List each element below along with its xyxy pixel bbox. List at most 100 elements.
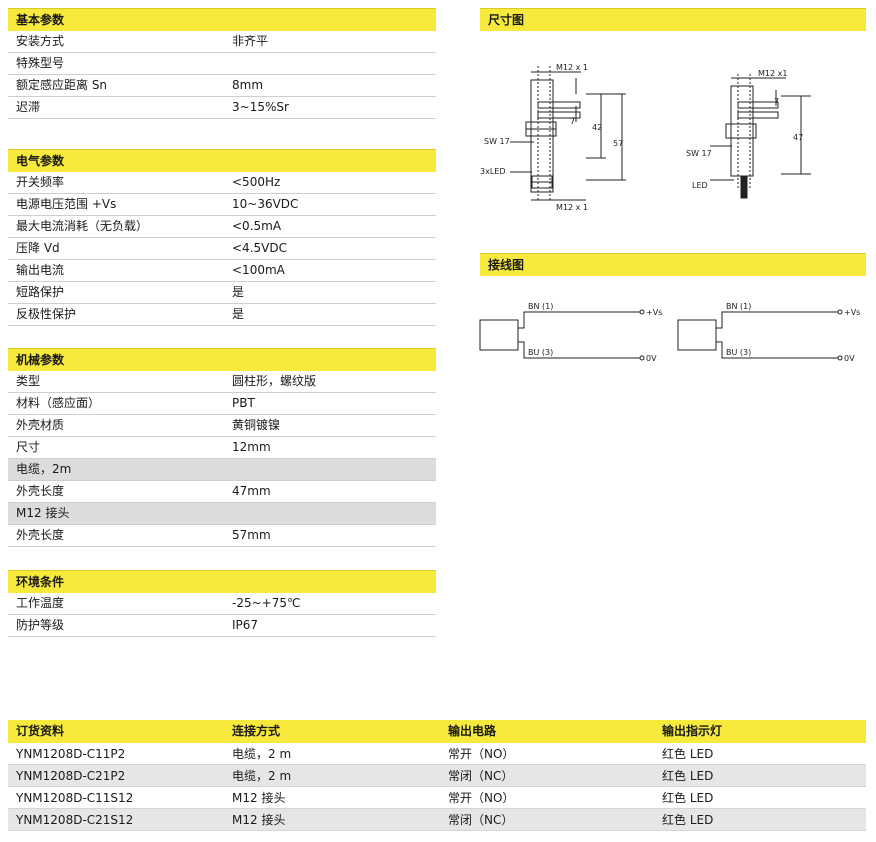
col-order: 订货资料 — [16, 724, 65, 738]
col-output: 输出电路 — [448, 724, 497, 738]
ordering-header: 订货资料 连接方式 输出电路 输出指示灯 — [8, 720, 866, 743]
param-value: 是 — [232, 307, 245, 321]
bn-label: BN (1) — [726, 302, 751, 311]
table-subheader-row: 电缆，2m — [8, 459, 436, 481]
bu-label: BU (3) — [726, 348, 751, 357]
wiring-header: 接线图 — [480, 253, 866, 276]
connection: M12 接头 — [232, 791, 286, 805]
param-value: <4.5VDC — [232, 241, 287, 255]
output-circuit: 常闭（NC） — [448, 769, 514, 783]
param-name: 反极性保护 — [16, 307, 77, 321]
param-value: 57mm — [232, 528, 271, 542]
param-value: 是 — [232, 285, 245, 299]
param-name: 防护等级 — [16, 618, 65, 632]
dim-7-right-label: 7 — [774, 97, 779, 106]
connection: 电缆，2 m — [232, 747, 292, 761]
zero-label: 0V — [844, 354, 855, 363]
table-row: 防护等级 IP67 — [8, 615, 436, 637]
table-row: 反极性保护 是 — [8, 304, 436, 326]
table-row: YNM1208D-C21S12 M12 接头 常闭（NC） 红色 LED — [8, 809, 866, 831]
param-name: 工作温度 — [16, 596, 65, 610]
param-value: -25~+75℃ — [232, 596, 301, 610]
vs-label: +Vs — [844, 308, 860, 317]
indicator: 红色 LED — [662, 813, 714, 827]
param-name: 材料（感应面） — [16, 396, 101, 410]
led-right-label: LED — [692, 181, 708, 190]
param-value: 8mm — [232, 78, 264, 92]
wiring-diagram: BN (1) BU (3) +Vs 0V BN (1) BU (3) +Vs 0… — [479, 302, 860, 363]
param-name: 输出电流 — [16, 263, 65, 277]
thread-label-right: M12 x1 — [758, 69, 787, 78]
dim-42-label: 42 — [592, 123, 602, 132]
param-name: 电源电压范围 +Vs — [16, 197, 117, 211]
param-value: IP67 — [232, 618, 259, 632]
dimensions-header: 尺寸图 — [480, 8, 866, 31]
dim-57-label: 57 — [613, 139, 623, 148]
order-code: YNM1208D-C21S12 — [16, 813, 134, 827]
table-row: YNM1208D-C11P2 电缆，2 m 常开（NO） 红色 LED — [8, 743, 866, 765]
param-name: 类型 — [16, 374, 41, 388]
param-name: 压降 Vd — [16, 241, 60, 255]
wiring-section: 接线图 — [480, 253, 866, 276]
table-row: YNM1208D-C21P2 电缆，2 m 常闭（NC） 红色 LED — [8, 765, 866, 787]
output-circuit: 常闭（NC） — [448, 813, 514, 827]
dimensions-section: 尺寸图 — [480, 8, 866, 31]
indicator: 红色 LED — [662, 791, 714, 805]
param-value: <100mA — [232, 263, 285, 277]
sw-label: SW 17 — [484, 137, 510, 146]
param-value: <0.5mA — [232, 219, 282, 233]
param-value: PBT — [232, 396, 255, 410]
table-row: 压降 Vd <4.5VDC — [8, 238, 436, 260]
order-code: YNM1208D-C11P2 — [16, 747, 126, 761]
table-row: 短路保护 是 — [8, 282, 436, 304]
table-subheader-row: M12 接头 — [8, 503, 436, 525]
environment-section: 环境条件 工作温度 -25~+75℃ 防护等级 IP67 — [8, 570, 436, 637]
vs-label: +Vs — [646, 308, 662, 317]
connection: M12 接头 — [232, 813, 286, 827]
param-value: 47mm — [232, 484, 271, 498]
order-code: YNM1208D-C11S12 — [16, 791, 134, 805]
param-name: M12 接头 — [16, 506, 70, 520]
param-name: 额定感应距离 Sn — [16, 78, 108, 92]
electrical-params-header: 电气参数 — [8, 149, 436, 172]
param-name: 特殊型号 — [16, 56, 65, 70]
table-row: 迟滞 3~15%Sr — [8, 97, 436, 119]
indicator: 红色 LED — [662, 769, 714, 783]
order-code: YNM1208D-C21P2 — [16, 769, 126, 783]
table-row: YNM1208D-C11S12 M12 接头 常开（NO） 红色 LED — [8, 787, 866, 809]
dim-47-label: 47 — [793, 133, 803, 142]
param-value: 10~36VDC — [232, 197, 299, 211]
dim-7-label: 7 — [570, 117, 575, 126]
param-name: 电缆，2m — [16, 462, 72, 476]
dimension-drawing: M12 x 1 M12 x 1 7 42 57 SW 17 3xLED M12 … — [480, 63, 811, 212]
basic-params-header: 基本参数 — [8, 8, 436, 31]
param-name: 外壳长度 — [16, 528, 65, 542]
sw-right-label: SW 17 — [686, 149, 712, 158]
param-name: 尺寸 — [16, 440, 41, 454]
ordering-table: 订货资料 连接方式 输出电路 输出指示灯 YNM1208D-C11P2 电缆，2… — [8, 720, 866, 831]
environment-header: 环境条件 — [8, 570, 436, 593]
table-row: 外壳长度 57mm — [8, 525, 436, 547]
table-row: 外壳材质黄铜镀镍 — [8, 415, 436, 437]
connection: 电缆，2 m — [232, 769, 292, 783]
mechanical-params-header: 机械参数 — [8, 348, 436, 371]
thread-label-bottom: M12 x 1 — [556, 203, 588, 212]
param-value: 非齐平 — [232, 34, 269, 48]
table-row: 类型圆柱形，螺纹版 — [8, 371, 436, 393]
thread-label-top: M12 x 1 — [556, 63, 588, 72]
param-name: 短路保护 — [16, 285, 65, 299]
bn-label: BN (1) — [528, 302, 553, 311]
col-indicator: 输出指示灯 — [662, 724, 723, 738]
table-row: 材料（感应面） PBT — [8, 393, 436, 415]
table-row: 工作温度 -25~+75℃ — [8, 593, 436, 615]
bu-label: BU (3) — [528, 348, 553, 357]
output-circuit: 常开（NO） — [448, 747, 515, 761]
param-name: 迟滞 — [16, 100, 41, 114]
param-value: 3~15%Sr — [232, 100, 289, 114]
param-value: <500Hz — [232, 175, 281, 189]
